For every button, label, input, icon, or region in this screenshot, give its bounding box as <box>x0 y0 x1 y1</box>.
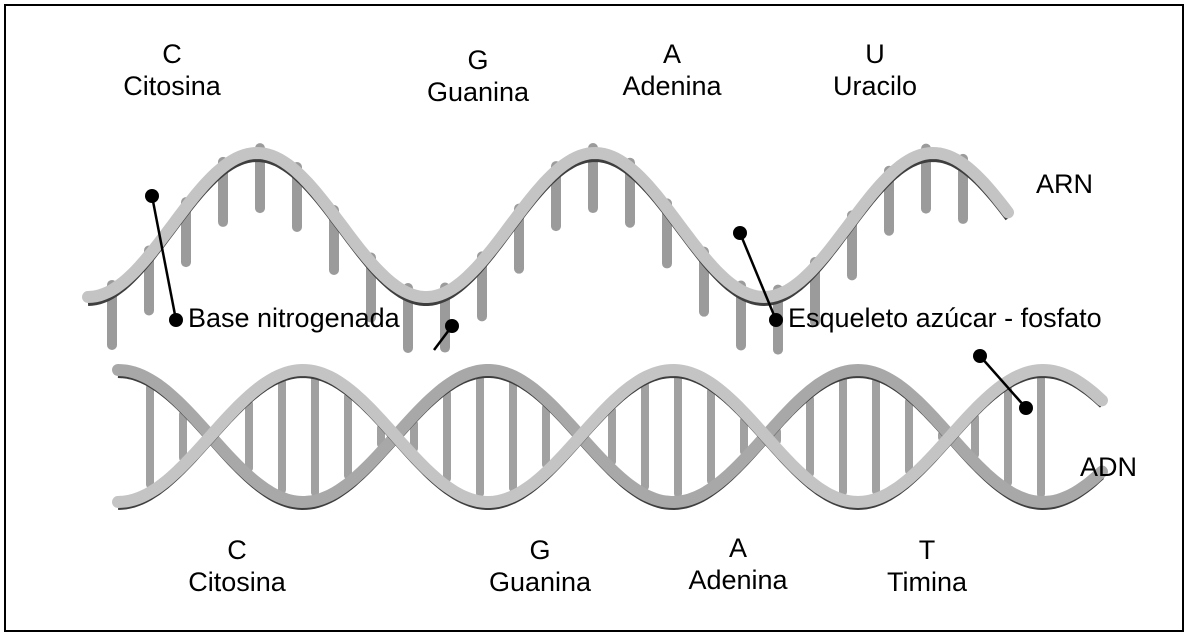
rna-base-letter: A <box>622 38 721 70</box>
rna-base-name: Guanina <box>427 76 529 108</box>
dna-base-pair <box>311 375 319 496</box>
dna-base-letter: A <box>688 532 787 564</box>
dna-base-label-a: A Adenina <box>688 532 787 596</box>
dna-base-pair <box>344 392 352 479</box>
dna-base-pair <box>707 387 715 484</box>
dna-base-label-g: G Guanina <box>489 534 591 598</box>
dna-base-label-c: C Citosina <box>188 534 286 598</box>
callout-dot <box>769 313 783 327</box>
dna-base-name: Adenina <box>688 564 787 596</box>
rna-base-letter: G <box>427 44 529 76</box>
dna-base-pair <box>674 374 682 498</box>
dna-base-pair <box>905 397 913 475</box>
rna-base-name: Adenina <box>622 70 721 102</box>
dna-base-pair <box>146 384 154 489</box>
dna-base-pair <box>278 378 286 494</box>
callout-dot <box>973 349 987 363</box>
callout-dot <box>733 226 747 240</box>
dna-base-pair <box>872 377 880 495</box>
dna-base-pair <box>509 380 517 492</box>
rna-base-label-c: C Citosina <box>123 38 221 102</box>
dna-double-helix <box>118 370 1102 507</box>
callout-dot <box>1019 401 1033 415</box>
dna-base-name: Timina <box>887 566 967 598</box>
dna-label: ADN <box>1080 451 1137 483</box>
callout-dot <box>145 189 159 203</box>
dna-base-pair <box>1037 374 1045 498</box>
rna-base-label-a: A Adenina <box>622 38 721 102</box>
dna-base-letter: T <box>887 534 967 566</box>
dna-base-pair <box>806 395 814 478</box>
rna-base-letter: U <box>833 38 917 70</box>
dna-base-letter: G <box>489 534 591 566</box>
rna-base-name: Uracilo <box>833 70 917 102</box>
dna-base-pair <box>476 375 484 498</box>
dna-base-pair <box>542 404 550 469</box>
rna-base-label-u: U Uracilo <box>833 38 917 102</box>
rna-base-name: Citosina <box>123 70 221 102</box>
callout-esqueleto: Esqueleto azúcar - fosfato <box>788 302 1102 334</box>
rna-base-label-g: G Guanina <box>427 44 529 108</box>
rna-base-letter: C <box>123 38 221 70</box>
callout-base-nitrogenada: Base nitrogenada <box>188 302 400 334</box>
callout-dot <box>445 319 459 333</box>
dna-base-pair <box>443 389 451 482</box>
dna-base-pair <box>1004 385 1012 486</box>
dna-base-pair <box>608 406 616 465</box>
dna-base-pair <box>641 381 649 490</box>
dna-base-label-t: T Timina <box>887 534 967 598</box>
rna-label: ARN <box>1036 168 1093 200</box>
dna-base-letter: C <box>188 534 286 566</box>
dna-base-pair <box>245 400 253 472</box>
callout-dot <box>169 313 183 327</box>
dna-base-name: Citosina <box>188 566 286 598</box>
dna-base-name: Guanina <box>489 566 591 598</box>
dna-base-pair <box>839 376 847 496</box>
